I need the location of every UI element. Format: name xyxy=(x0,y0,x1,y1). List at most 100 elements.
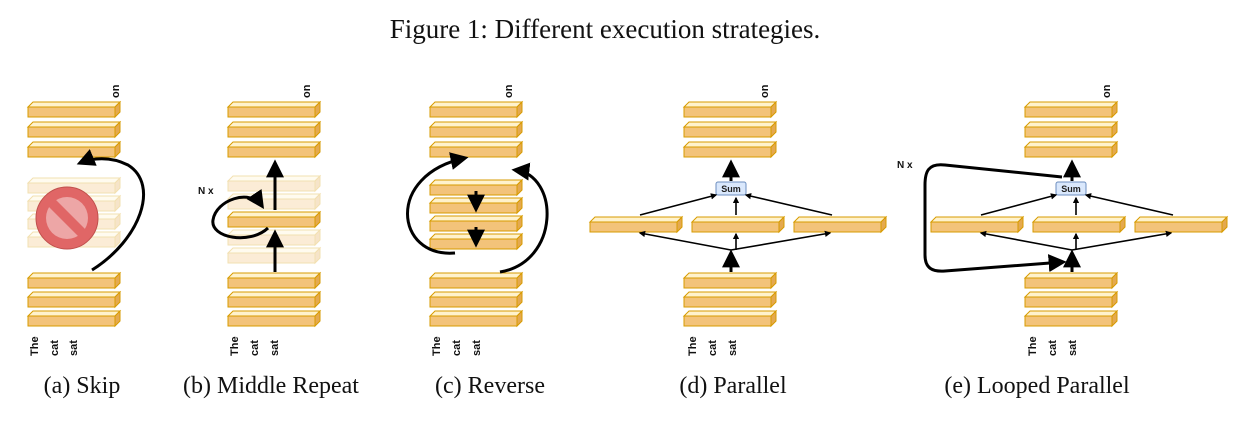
panel-caption: (c) Reverse xyxy=(435,373,545,399)
layer-bar xyxy=(682,309,778,328)
input-token: The xyxy=(687,336,699,356)
input-token: The xyxy=(1027,336,1039,356)
layer-bar xyxy=(690,215,786,234)
bottom-layer-stack xyxy=(682,271,778,328)
repeat-label: N x xyxy=(198,186,214,197)
output-token: on xyxy=(503,84,515,98)
input-token: sat xyxy=(1067,340,1079,356)
input-token: The xyxy=(29,336,41,356)
bottom-layer-stack xyxy=(428,271,524,328)
layer-bar xyxy=(226,309,322,328)
layer-bar xyxy=(428,120,524,139)
layer-bar xyxy=(26,309,122,328)
sum-node: Sum xyxy=(1055,181,1087,196)
branch-arrow xyxy=(638,230,732,251)
layer-bar xyxy=(682,271,778,290)
output-token: on xyxy=(110,84,122,98)
layer-bar xyxy=(428,271,524,290)
reverse-entry-arrow xyxy=(499,162,549,274)
repeated-layer xyxy=(226,210,322,229)
input-token: sat xyxy=(269,340,281,356)
parallel-layer-row xyxy=(929,215,1229,234)
panel-skip: on The cat sat (a) Skip xyxy=(26,84,145,399)
layer-bar xyxy=(226,120,322,139)
layer-bar xyxy=(792,215,888,234)
panel-middle-repeat: N x on The cat sat (b) Middle Repeat xyxy=(183,84,359,399)
layer-bar xyxy=(1023,120,1119,139)
layer-bar xyxy=(682,140,778,159)
layer-bar xyxy=(682,120,778,139)
layer-bar xyxy=(226,100,322,119)
layer-bar xyxy=(428,290,524,309)
panel-reverse: on The cat sat (c) Reverse xyxy=(406,84,549,399)
input-token: The xyxy=(229,336,241,356)
top-layer-stack xyxy=(428,100,524,159)
repeat-label: N x xyxy=(897,160,913,171)
reverse-exit-arrow xyxy=(406,152,469,255)
layer-bar xyxy=(1023,100,1119,119)
input-token: sat xyxy=(471,340,483,356)
output-token: on xyxy=(301,84,313,98)
parallel-layer-row xyxy=(588,215,888,234)
layer-bar xyxy=(682,100,778,119)
layer-bar xyxy=(428,309,524,328)
loop-back-arrow xyxy=(923,163,1067,273)
merge-arrow xyxy=(639,193,718,216)
layer-bar xyxy=(1023,309,1119,328)
input-token: sat xyxy=(727,340,739,356)
panel-caption: (b) Middle Repeat xyxy=(183,373,359,399)
layer-bar xyxy=(929,215,1025,234)
repeat-loop-arrow xyxy=(211,189,270,240)
layer-bar xyxy=(226,271,322,290)
layer-bar xyxy=(226,290,322,309)
skip-arrow xyxy=(76,149,145,272)
layer-bar xyxy=(1031,215,1127,234)
input-token: cat xyxy=(707,340,719,356)
layer-bar xyxy=(1023,290,1119,309)
panel-caption: (e) Looped Parallel xyxy=(944,373,1130,399)
prohibition-icon xyxy=(35,186,99,250)
layer-bar xyxy=(226,140,322,159)
sum-label: Sum xyxy=(721,184,741,194)
top-layer-stack xyxy=(226,100,322,159)
panel-parallel: Sum on The cat sat (d) Parallel xyxy=(588,84,888,399)
branch-arrow xyxy=(1071,230,1173,251)
sum-label: Sum xyxy=(1061,184,1081,194)
input-token: cat xyxy=(451,340,463,356)
input-token: sat xyxy=(68,340,80,356)
output-token: on xyxy=(1101,84,1113,98)
top-layer-stack xyxy=(682,100,778,159)
sum-node: Sum xyxy=(715,181,747,196)
input-token: cat xyxy=(49,340,61,356)
output-token: on xyxy=(759,84,771,98)
input-token: cat xyxy=(249,340,261,356)
panel-looped-parallel: Sum N x on The cat sat (e) Looped Parall… xyxy=(897,84,1229,399)
branch-arrow xyxy=(979,230,1073,251)
figure-title: Figure 1: Different execution strategies… xyxy=(390,14,821,44)
branch-arrow xyxy=(730,230,832,251)
bottom-layer-stack xyxy=(26,271,122,328)
layer-bar xyxy=(1133,215,1229,234)
input-token: cat xyxy=(1047,340,1059,356)
panel-caption: (d) Parallel xyxy=(679,373,787,399)
layer-bar xyxy=(26,271,122,290)
merge-arrow xyxy=(744,193,833,216)
merge-arrow xyxy=(980,193,1058,216)
layer-bar xyxy=(1023,140,1119,159)
layer-bar xyxy=(26,140,122,159)
layer-bar xyxy=(682,290,778,309)
bottom-layer-stack xyxy=(1023,271,1119,328)
layer-bar xyxy=(428,100,524,119)
layer-bar xyxy=(26,120,122,139)
panel-caption: (a) Skip xyxy=(44,373,121,399)
bottom-layer-stack xyxy=(226,271,322,328)
layer-bar xyxy=(1023,271,1119,290)
layer-bar xyxy=(26,290,122,309)
top-layer-stack xyxy=(1023,100,1119,159)
layer-bar xyxy=(26,100,122,119)
top-layer-stack xyxy=(26,100,122,159)
merge-arrow xyxy=(1084,193,1174,216)
layer-bar xyxy=(588,215,684,234)
layer-bar xyxy=(428,140,524,159)
